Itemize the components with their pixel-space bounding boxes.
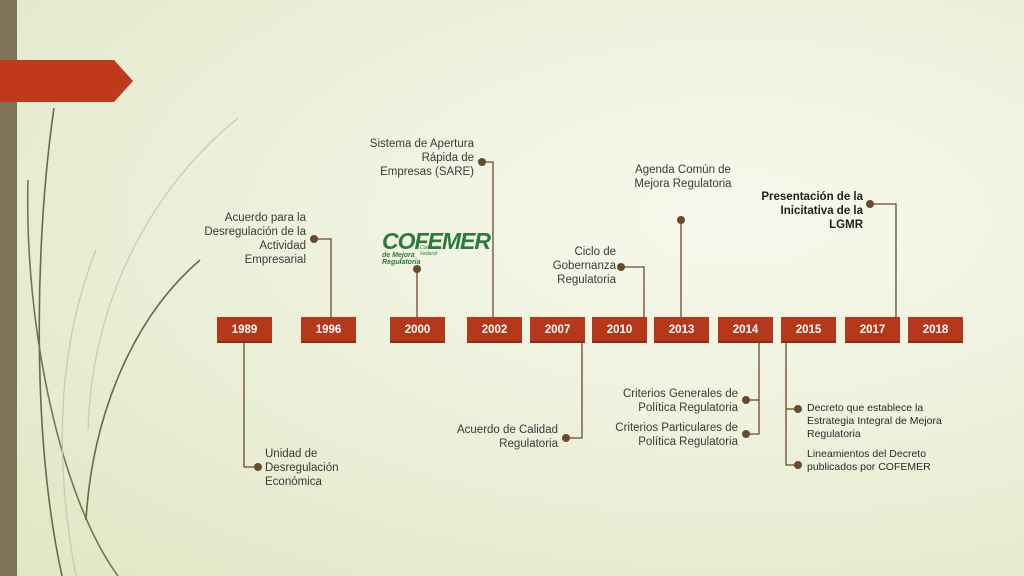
- event-criterios-particulares: Criterios Particulares de Política Regul…: [615, 422, 738, 448]
- event-decreto-estrategia: Decreto que establece la Estrategia Inte…: [807, 402, 942, 440]
- logo-wordmark: COFEMER: [382, 228, 491, 254]
- event-criterios-generales: Criterios Generales de Política Regulato…: [622, 388, 738, 414]
- logo-subtitle-1: Comisión Federal: [420, 245, 441, 257]
- year-box-2014: 2014: [718, 317, 773, 343]
- year-box-2010: 2010: [592, 317, 647, 343]
- event-lineamientos: Lineamientos del Decreto publicados por …: [807, 448, 931, 473]
- year-box-2002: 2002: [467, 317, 522, 343]
- year-box-2015: 2015: [781, 317, 836, 343]
- year-box-2007: 2007: [530, 317, 585, 343]
- year-box-1996: 1996: [301, 317, 356, 343]
- left-accent-bar: [0, 0, 17, 576]
- event-ciclo-gobernanza: Ciclo de Gobernanza Regulatoria: [552, 246, 616, 286]
- year-box-2000: 2000: [390, 317, 445, 343]
- logo-subtitle-2: de Mejora Regulatoria: [382, 252, 421, 266]
- year-box-1989: 1989: [217, 317, 272, 343]
- year-box-2017: 2017: [845, 317, 900, 343]
- event-unidad-desregulacion: Unidad de Desregulación Económica: [265, 448, 339, 488]
- event-sare: Sistema de Apertura Rápida de Empresas (…: [369, 138, 474, 178]
- event-acuerdo-calidad: Acuerdo de Calidad Regulatoria: [456, 424, 558, 450]
- cofemer-logo: COFEMER Comisión Federal de Mejora Regul…: [380, 228, 491, 266]
- year-box-2018: 2018: [908, 317, 963, 343]
- event-agenda-comun: Agenda Común de Mejora Regulatoria: [634, 164, 732, 190]
- title-tab-arrow: [0, 60, 133, 102]
- event-acuerdo-desregulacion: Acuerdo para la Desregulación de la Acti…: [204, 212, 306, 266]
- event-presentacion-lgmr: Presentación de la Inicitativa de la LGM…: [761, 191, 863, 231]
- year-box-2013: 2013: [654, 317, 709, 343]
